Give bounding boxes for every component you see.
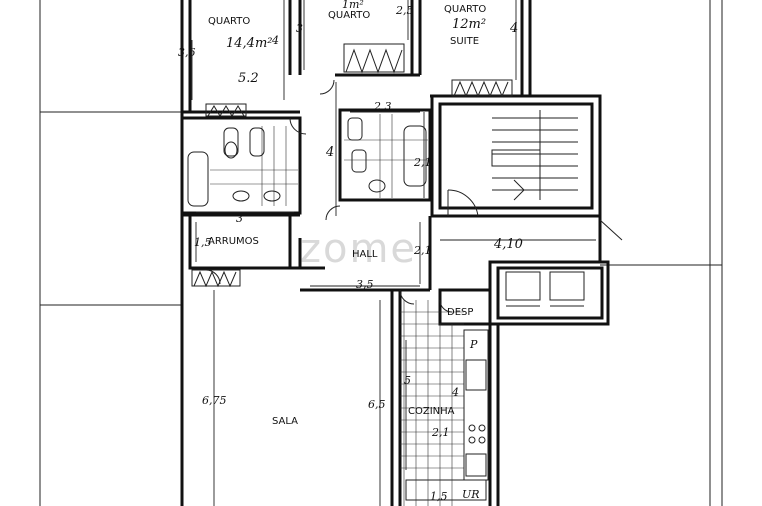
staircase [447,110,578,217]
room-label-cozinha: COZINHA [408,406,455,417]
dim-3-5: 3,5 [356,278,374,291]
dim-15: 1,5 [430,490,448,503]
kitchen-tiles [400,300,489,506]
room-label-arrumos: ARRUMOS [208,236,259,247]
dim-ur: UR [462,488,480,501]
dim-1-5: 1,5 [194,236,212,249]
windows [191,43,513,501]
dim-6-5: 6,5 [368,398,386,411]
dim-4-10: 4,10 [493,237,523,252]
room-label-suite: SUITE [450,36,479,47]
walls [180,0,610,506]
watermark: zome [300,226,417,272]
dim-p: P [469,338,478,351]
room-label-hall: HALL [352,249,378,260]
room-label-quarto-left: QUARTO [208,16,250,27]
dim-2-5: 2,5 [395,4,414,17]
dim-4a: 4 [271,34,279,47]
room-label-sala: SALA [272,416,298,427]
room-label-desp: DESP [447,307,473,318]
dim-2-3: 2,3 [373,100,392,113]
dim-4d: 4 [451,386,459,399]
bathroom-tiles [210,114,428,206]
dim-2-2: 2,1 [413,244,432,257]
doors [205,79,623,313]
area-quarto-left: 14,4m² [226,36,272,51]
room-label-quarto-center: QUARTO [328,10,370,21]
dim-6-75: 6,75 [202,394,227,407]
dim-5-2: 5.2 [238,71,259,86]
dim-2-1: 2,1 [413,156,432,169]
area-cozinha: 2,1 [431,426,450,439]
dim-4b: 4 [509,21,518,36]
dim-3a: 3 [296,22,303,35]
area-quarto-center: 1m² [342,0,364,11]
dim-5: 5 [404,374,411,387]
area-suite: 12m² [452,17,486,32]
dim-3b: 3 [236,212,243,225]
room-label-quarto-suite: QUARTO [444,4,486,15]
elevators [505,271,585,307]
dim-4c: 4 [325,145,334,160]
page-frame [39,0,723,506]
dimension-lines [191,0,596,506]
bathroom-fixtures [187,117,427,207]
dim-3-6: 3,6 [178,46,196,59]
